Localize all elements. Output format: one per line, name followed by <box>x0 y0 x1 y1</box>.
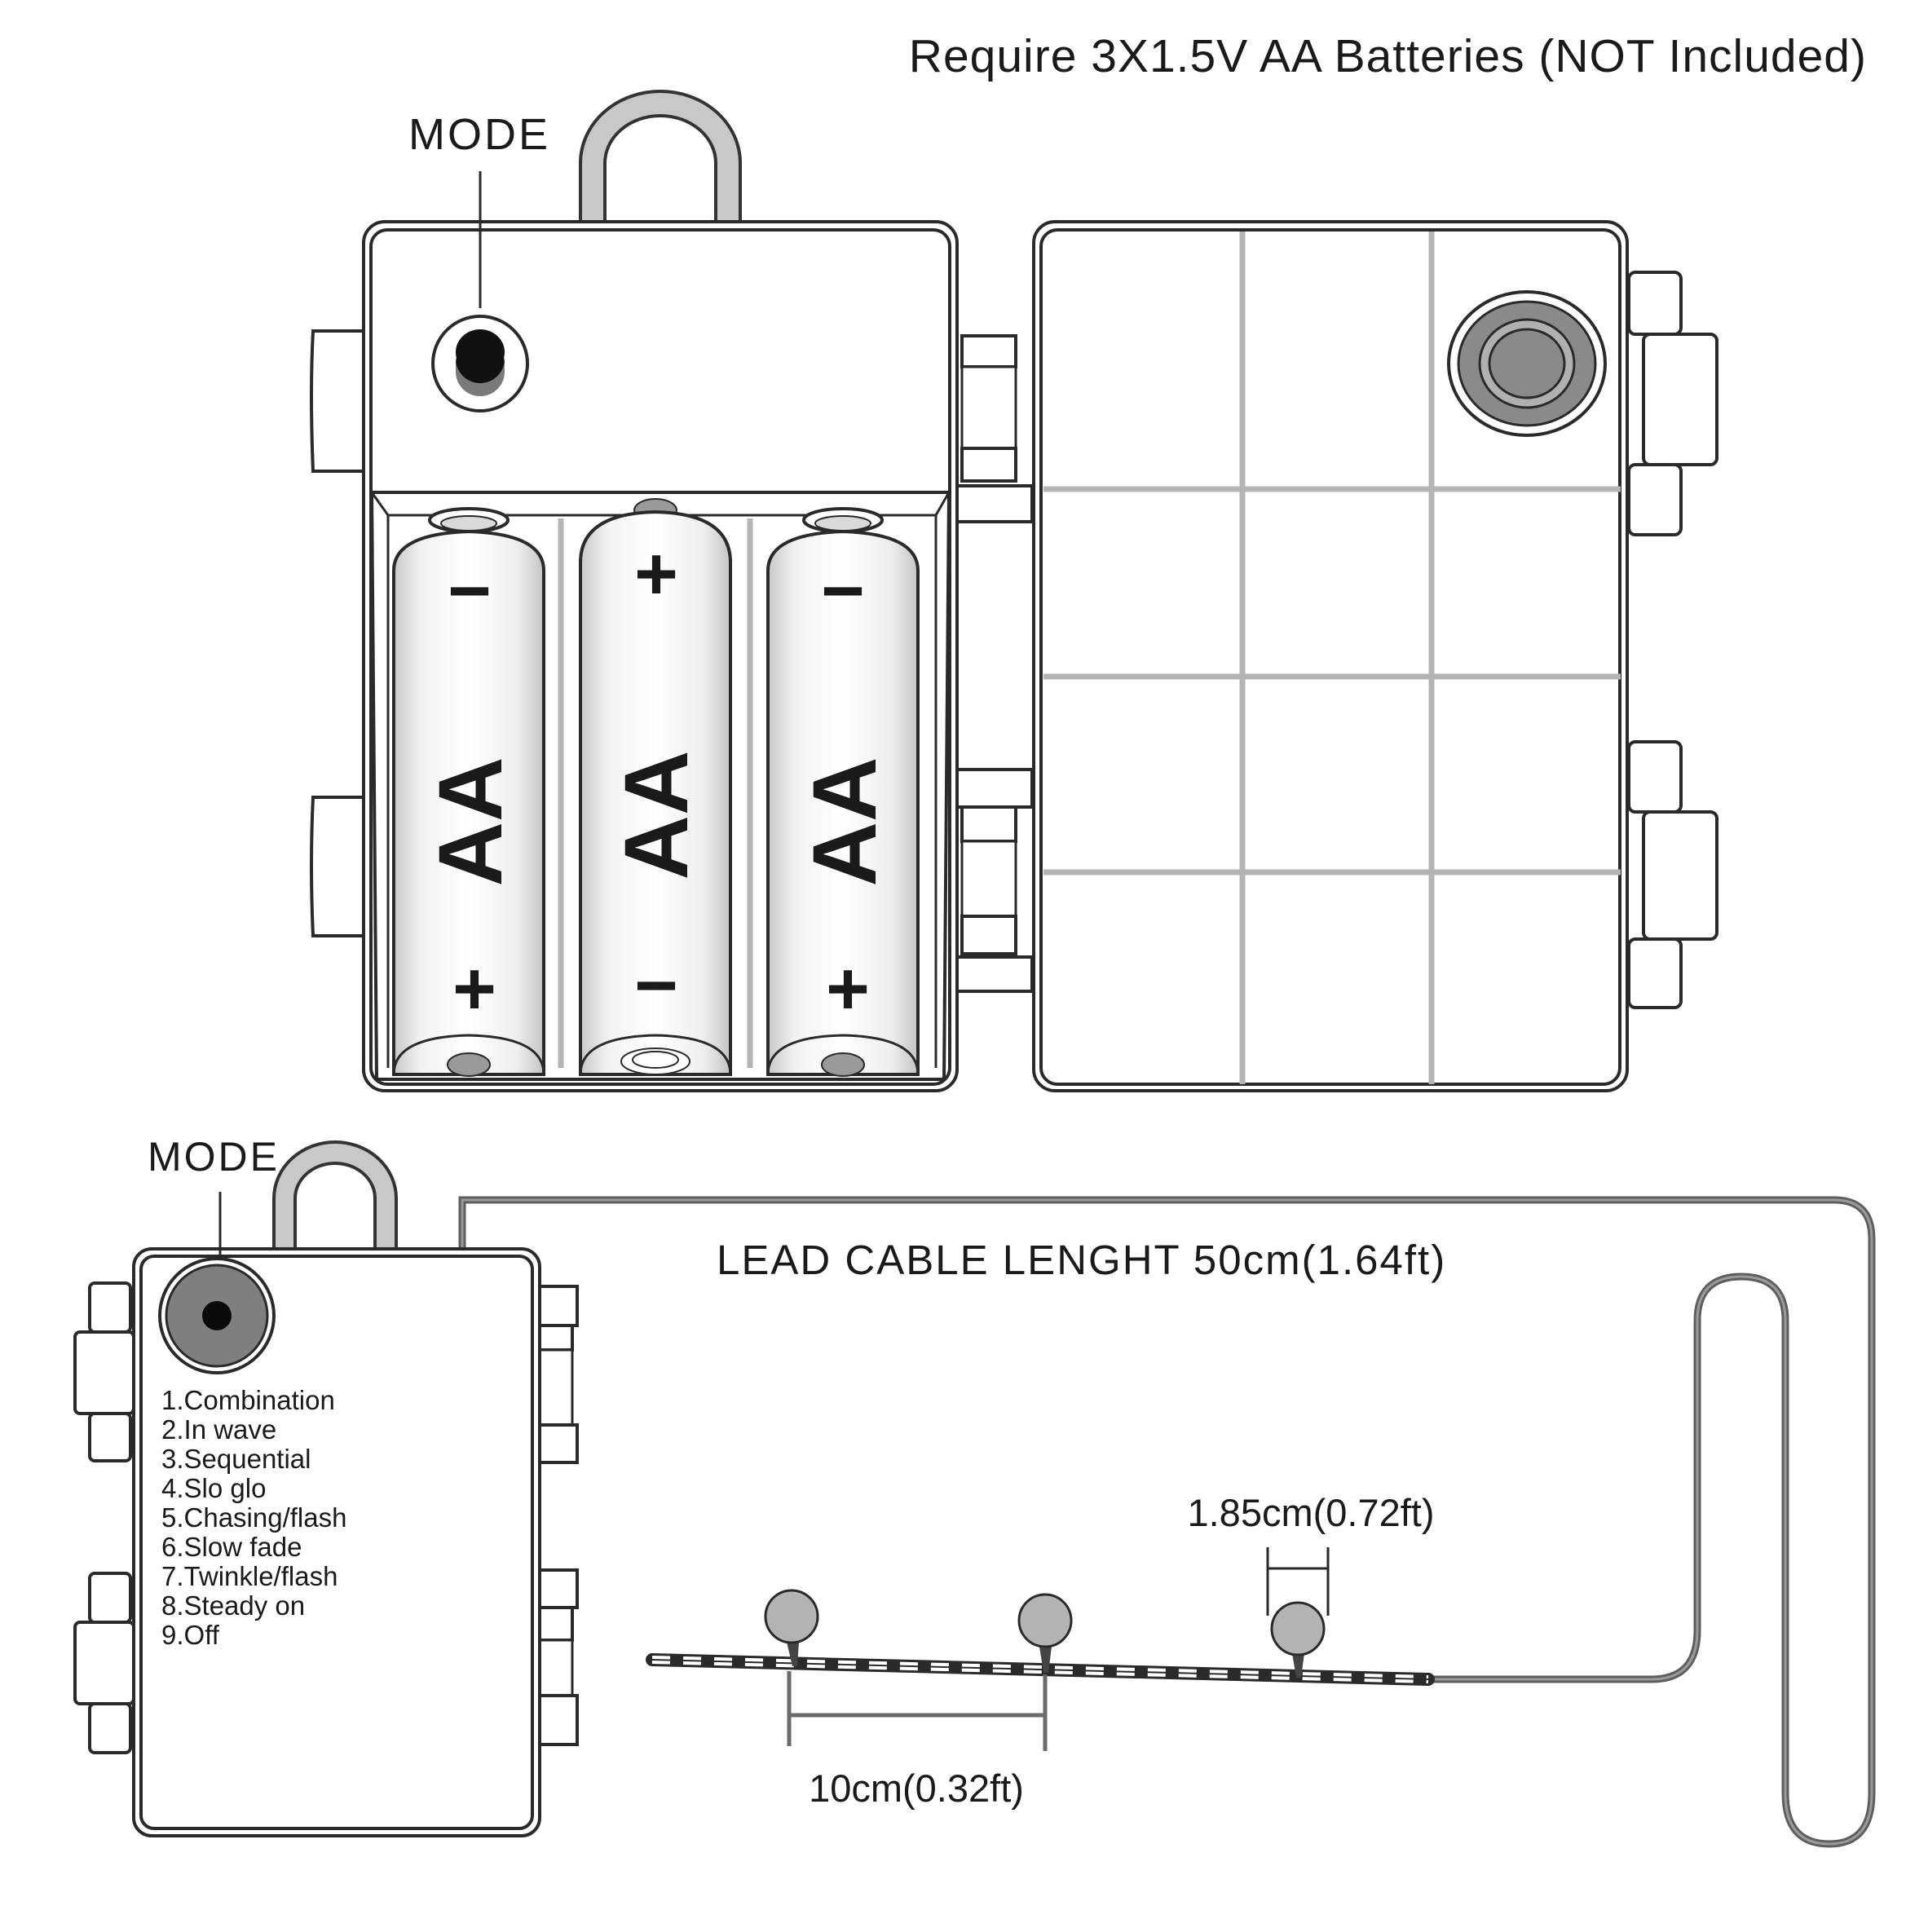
bulb-spacing-label: 10cm(0.32ft) <box>809 1767 1024 1810</box>
led-bulb <box>1270 1601 1326 1678</box>
polarity-mark: + <box>826 947 870 1030</box>
lead-cable-label: LEAD CABLE LENGHT 50cm(1.64ft) <box>717 1237 1446 1283</box>
hinge-upper <box>955 334 1034 523</box>
mode-list-item: 8.Steady on <box>161 1590 305 1621</box>
battery-label: AA <box>607 751 707 880</box>
led-bulb <box>764 1589 819 1666</box>
battery-aa-1 <box>392 507 545 1077</box>
battery-aa-3 <box>766 507 920 1077</box>
mode-list-item: 9.Off <box>161 1620 220 1650</box>
polarity-mark: + <box>634 532 678 615</box>
mode-list-item: 1.Combination <box>161 1385 335 1415</box>
battery-label: AA <box>421 757 521 887</box>
battery-box-closed: MODE 1.Combination 2.In wave 3.Sequentia… <box>73 1134 1876 1848</box>
side-clip <box>73 1572 135 1754</box>
battery-box-open: MODE − + + − − + AA <box>310 90 1718 1092</box>
mode-list-item: 6.Slow fade <box>161 1532 302 1562</box>
side-tab <box>310 329 364 473</box>
mode-list-item: 4.Slo glo <box>161 1473 266 1503</box>
mode-button[interactable] <box>431 315 529 412</box>
side-tab <box>310 796 364 937</box>
polarity-mark: − <box>634 944 678 1027</box>
battery-aa-2 <box>579 498 732 1076</box>
mode-button-bottom[interactable] <box>158 1257 276 1374</box>
hinge-lower <box>955 768 1034 993</box>
battery-box-body <box>132 1247 541 1837</box>
power-switch[interactable] <box>1447 290 1607 437</box>
hinge <box>536 1285 579 1464</box>
mode-list-item: 5.Chasing/flash <box>161 1502 346 1533</box>
page-title: Require 3X1.5V AA Batteries (NOT Include… <box>909 30 1867 82</box>
polarity-mark: − <box>448 549 492 633</box>
bulb-size-label: 1.85cm(0.72ft) <box>1187 1491 1434 1534</box>
bulb-size-dimension <box>1266 1547 1330 1616</box>
bulb-spacing-dimension <box>787 1671 1048 1751</box>
side-clip <box>1627 740 1718 1009</box>
battery-label: AA <box>795 757 895 887</box>
polarity-mark: − <box>821 549 865 633</box>
mode-label: MODE <box>408 110 550 159</box>
mode-label-bottom: MODE <box>148 1134 280 1180</box>
side-clip <box>1627 271 1718 536</box>
mode-list-item: 7.Twinkle/flash <box>161 1561 338 1591</box>
polarity-mark: + <box>452 947 496 1030</box>
hinge <box>536 1568 579 1746</box>
lead-cable <box>458 1196 1876 1848</box>
light-string <box>646 1653 1435 1686</box>
mode-list-item: 2.In wave <box>161 1414 276 1445</box>
battery-compartment <box>369 491 951 1081</box>
side-clip <box>73 1281 135 1462</box>
mode-list: 1.Combination 2.In wave 3.Sequential 4.S… <box>161 1385 346 1650</box>
led-bulb <box>1017 1593 1073 1673</box>
mode-list-item: 3.Sequential <box>161 1444 311 1474</box>
